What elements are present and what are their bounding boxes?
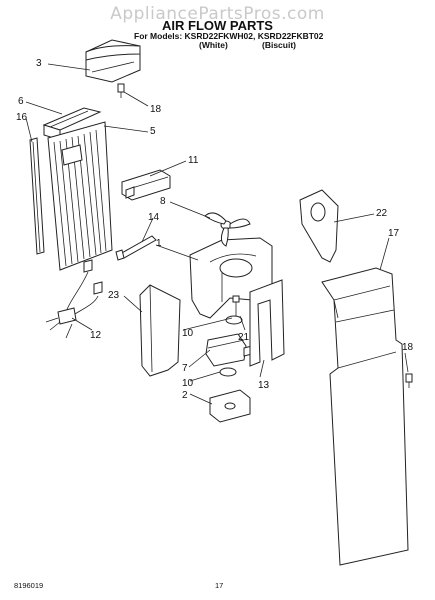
callout-1: 1 bbox=[156, 238, 162, 249]
part-17-rear-cover[interactable] bbox=[321, 267, 409, 566]
callout-2: 2 bbox=[182, 390, 188, 401]
part-12-wire-harness[interactable] bbox=[45, 259, 103, 339]
part-14-heater[interactable] bbox=[115, 235, 157, 261]
variant-biscuit: (Biscuit) bbox=[262, 40, 296, 50]
part-21-motor-shaft[interactable] bbox=[232, 295, 240, 318]
part-16-side-strip[interactable] bbox=[29, 137, 45, 255]
page-title: AIR FLOW PARTS bbox=[162, 18, 273, 33]
page-number: 17 bbox=[215, 581, 224, 590]
part-10-grommet-lower[interactable] bbox=[219, 367, 237, 377]
callout-8: 8 bbox=[160, 196, 166, 207]
callout-10-upper: 10 bbox=[182, 328, 194, 339]
callout-23: 23 bbox=[108, 290, 120, 301]
document-number: 8196019 bbox=[14, 581, 44, 590]
model-numbers: For Models: KSRD22FKWH02, KSRD22FKBT02 bbox=[134, 31, 324, 41]
part-18-screw-top[interactable] bbox=[117, 83, 125, 98]
leader-lines bbox=[25, 63, 409, 405]
callout-13: 13 bbox=[258, 380, 270, 391]
part-1-fan-shroud[interactable] bbox=[189, 237, 273, 319]
callout-18-right: 18 bbox=[402, 342, 414, 353]
callout-17: 17 bbox=[388, 228, 400, 239]
part-8-fan-blade[interactable] bbox=[204, 212, 251, 247]
callout-6: 6 bbox=[18, 96, 24, 107]
callout-21: 21 bbox=[238, 332, 250, 343]
watermark: AppliancePartsPros.com bbox=[110, 4, 325, 24]
part-13-foam-gasket[interactable] bbox=[249, 279, 285, 367]
callout-22: 22 bbox=[376, 208, 388, 219]
part-10-grommet-upper[interactable] bbox=[225, 315, 243, 325]
part-18-screw-right[interactable] bbox=[405, 373, 413, 388]
part-22-upper-duct[interactable] bbox=[299, 189, 339, 263]
callout-3: 3 bbox=[36, 58, 42, 69]
part-5-evaporator-panel[interactable] bbox=[47, 121, 113, 271]
callout-18-top: 18 bbox=[150, 104, 162, 115]
callout-16: 16 bbox=[16, 112, 28, 123]
callout-14: 14 bbox=[148, 212, 160, 223]
part-23-left-duct[interactable] bbox=[139, 284, 181, 377]
variant-white: (White) bbox=[199, 40, 228, 50]
part-2-motor-bracket[interactable] bbox=[209, 389, 251, 423]
part-11-bracket[interactable] bbox=[121, 169, 171, 201]
callout-7: 7 bbox=[182, 363, 188, 374]
callout-10-lower: 10 bbox=[182, 378, 194, 389]
callout-11: 11 bbox=[188, 155, 199, 166]
callout-12: 12 bbox=[90, 330, 102, 341]
callout-5: 5 bbox=[150, 126, 156, 137]
part-3-duct-cover[interactable] bbox=[85, 39, 141, 83]
